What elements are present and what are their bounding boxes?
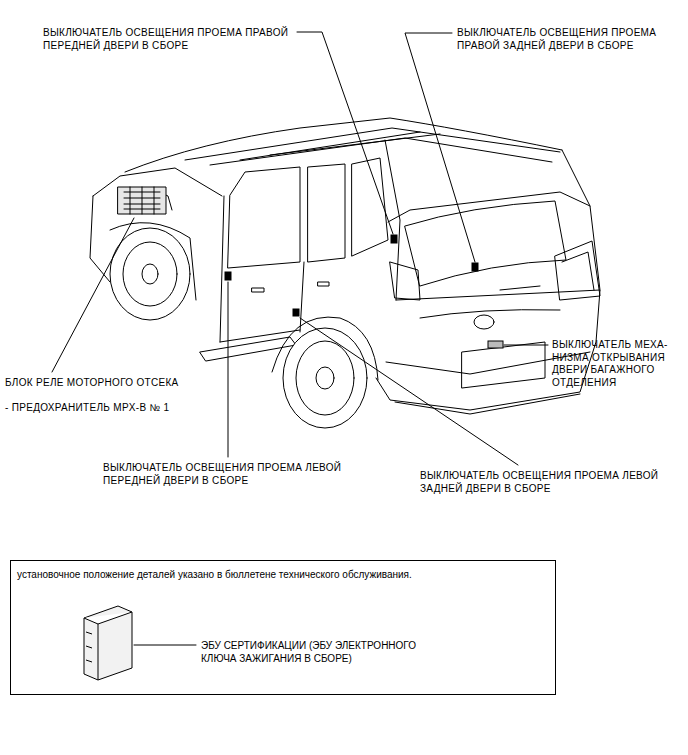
part-label: ВЫКЛЮЧАТЕЛЬ МЕХА- НИЗМА ОТКРЫВАНИЯ ДВЕРИ… (552, 339, 680, 389)
note-text: установочное положение деталей указано в… (17, 569, 412, 582)
note-box: установочное положение деталей указано в… (10, 560, 556, 695)
part-label: ВЫКЛЮЧАТЕЛЬ ОСВЕЩЕНИЯ ПРОЕМА ЛЕВОЙ ЗАДНЕ… (420, 470, 660, 495)
part-label: - ПРЕДОХРАНИТЕЛЬ MPX-B № 1 (5, 402, 169, 415)
part-label: ВЫКЛЮЧАТЕЛЬ ОСВЕЩЕНИЯ ПРОЕМА ЛЕВОЙ ПЕРЕД… (103, 462, 343, 487)
part-label: ВЫКЛЮЧАТЕЛЬ ОСВЕЩЕНИЯ ПРОЕМА ПРАВОЙ ЗАДН… (457, 27, 679, 52)
part-label: ВЫКЛЮЧАТЕЛЬ ОСВЕЩЕНИЯ ПРОЕМА ПРАВОЙ ПЕРЕ… (43, 27, 293, 52)
part-label: БЛОК РЕЛЕ МОТОРНОГО ОТСЕКА (5, 377, 179, 390)
part-label: ЭБУ СЕРТИФИКАЦИИ (ЭБУ ЭЛЕКТРОННОГО КЛЮЧА… (201, 640, 441, 665)
